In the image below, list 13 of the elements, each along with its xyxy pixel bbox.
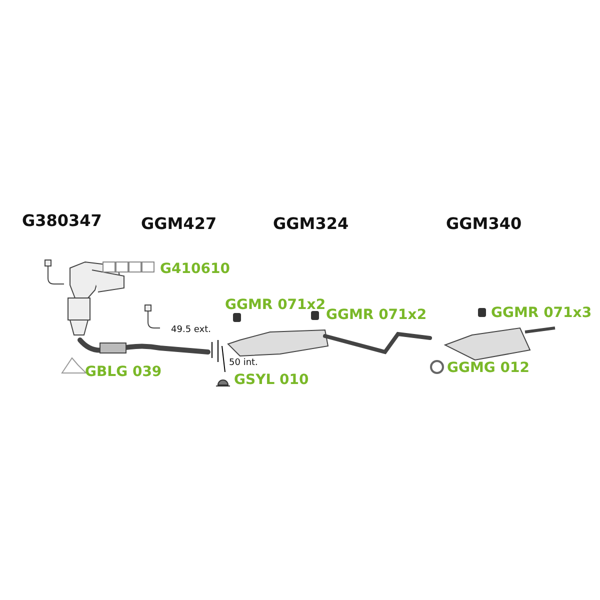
part-number: GGMG 012	[447, 361, 530, 375]
part-number: GBLG 039	[85, 365, 162, 379]
part-number: GGM427	[141, 216, 217, 232]
dimension-label: 50 int.	[229, 359, 258, 368]
part-number: GSYL 010	[234, 373, 309, 387]
part-number: G380347	[22, 213, 102, 229]
part-number: GGM324	[273, 216, 349, 232]
part-number: GGMR 071x2	[326, 308, 427, 322]
part-number: G410610	[160, 262, 230, 276]
part-number: GGMR 071x3	[491, 306, 592, 320]
part-number: GGMR 071x2	[225, 298, 326, 312]
part-number: GGM340	[446, 216, 522, 232]
dimension-label: 49.5 ext.	[171, 326, 211, 335]
